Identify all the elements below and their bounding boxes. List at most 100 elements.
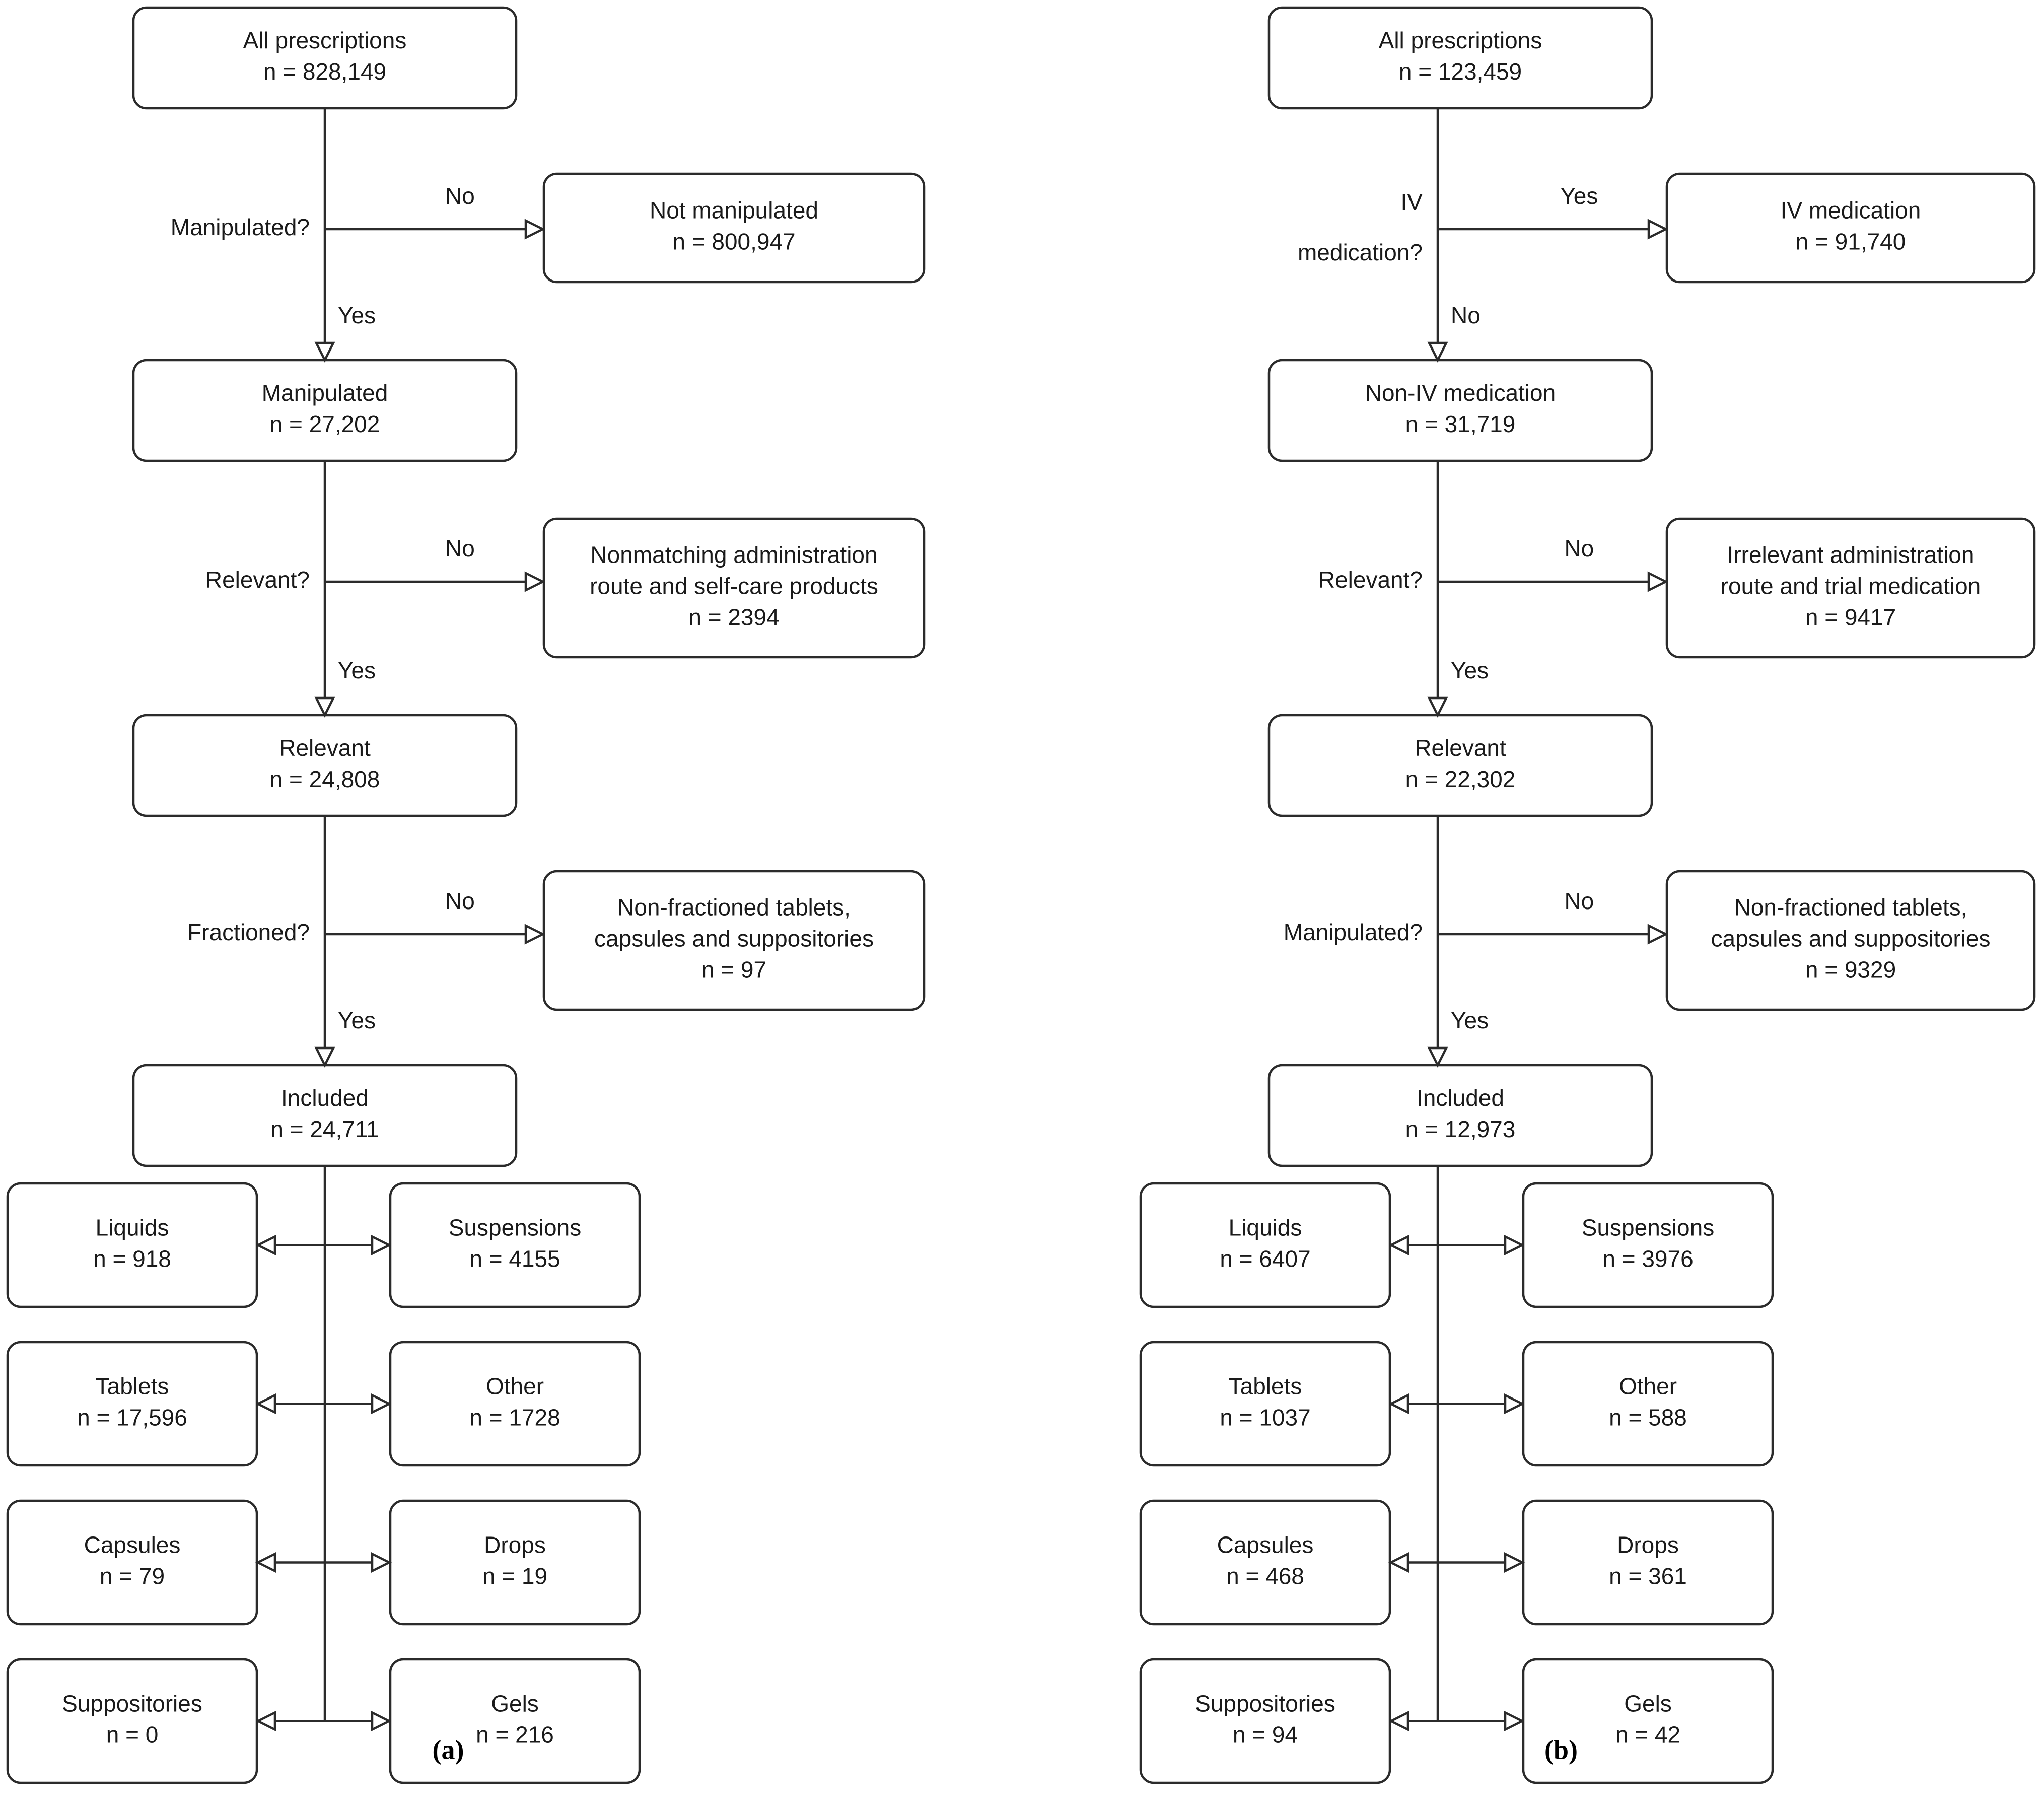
arrow-right-icon <box>371 1710 392 1732</box>
node-a-cat-right-0: Suspensions n = 4155 <box>389 1182 641 1308</box>
panel-caption-a: (a) <box>433 1734 464 1765</box>
arrow-right-icon <box>1647 924 1669 945</box>
arrow-left-icon <box>255 1552 276 1573</box>
node-box-b-non_fractioned <box>1665 870 2036 1011</box>
node-label-a-cat-left-2-0: Capsules <box>84 1532 181 1558</box>
arrow-left-icon <box>1388 1393 1409 1415</box>
node-box-a-cat-left-1 <box>6 1341 258 1467</box>
node-label-b-iv_medication-1: n = 91,740 <box>1796 229 1906 255</box>
node-label-b-cat-left-0-0: Liquids <box>1229 1215 1302 1241</box>
decision-label-a-fractioned_q: Fractioned? <box>187 919 310 945</box>
arrow-left-icon <box>1388 1234 1409 1256</box>
node-box-b-cat-right-2 <box>1522 1499 1774 1626</box>
arrow-left-icon <box>255 1393 276 1415</box>
node-label-a-cat-left-0-1: n = 918 <box>93 1246 171 1272</box>
arrow-down-icon <box>314 341 335 363</box>
branch-label-down-a-manipulated_q: Yes <box>338 302 376 328</box>
branch-label-side-b-iv_medication_q: Yes <box>1560 183 1598 209</box>
branch-label-down-a-relevant_q: Yes <box>338 657 376 683</box>
node-label-b-relevant-1: n = 22,302 <box>1405 766 1516 792</box>
node-label-b-relevant-0: Relevant <box>1415 735 1506 761</box>
node-label-b-non_fractioned-0: Non-fractioned tablets, <box>1734 894 1967 921</box>
node-label-a-cat-left-1-1: n = 17,596 <box>77 1405 187 1431</box>
node-box-a-cat-left-3 <box>6 1658 258 1784</box>
node-box-a-cat-right-2 <box>389 1499 641 1626</box>
node-a-cat-left-1: Tablets n = 17,596 <box>6 1341 258 1467</box>
node-label-a-cat-right-3-0: Gels <box>491 1691 539 1717</box>
arrow-down-icon <box>1427 696 1448 718</box>
node-label-b-cat-right-3-1: n = 42 <box>1615 1722 1680 1748</box>
arrow-right-icon <box>524 924 546 945</box>
decision-label-b-relevant_q: Relevant? <box>1318 567 1423 593</box>
node-label-a-non_fractioned-0: Non-fractioned tablets, <box>617 894 851 921</box>
node-label-a-manipulated-1: n = 27,202 <box>270 411 380 437</box>
node-label-a-non_fractioned-2: n = 97 <box>701 957 766 983</box>
node-label-a-nonmatching-2: n = 2394 <box>688 604 779 631</box>
node-box-a-cat-left-2 <box>6 1499 258 1626</box>
node-b-cat-right-2: Drops n = 361 <box>1522 1499 1774 1626</box>
node-label-a-not_manipulated-1: n = 800,947 <box>672 229 795 255</box>
node-box-a-not_manipulated <box>542 172 926 284</box>
node-label-b-cat-left-2-1: n = 468 <box>1226 1563 1304 1589</box>
node-label-a-cat-right-3-1: n = 216 <box>476 1722 554 1748</box>
arrow-right-icon <box>371 1393 392 1415</box>
node-a-manipulated: Manipulated n = 27,202 <box>132 359 518 462</box>
node-box-b-cat-left-1 <box>1139 1341 1391 1467</box>
branch-label-down-b-iv_medication_q: No <box>1451 302 1481 328</box>
node-box-b-cat-left-2 <box>1139 1499 1391 1626</box>
node-box-a-nonmatching <box>542 517 926 659</box>
node-b-relevant: Relevant n = 22,302 <box>1267 714 1653 817</box>
node-label-b-cat-left-3-1: n = 94 <box>1233 1722 1298 1748</box>
branch-label-down-b-manipulated_q: Yes <box>1451 1007 1489 1033</box>
node-label-b-cat-right-2-1: n = 361 <box>1609 1563 1687 1589</box>
node-box-b-non_iv_medication <box>1267 359 1653 462</box>
arrow-left-icon <box>255 1234 276 1256</box>
node-label-a-cat-left-2-1: n = 79 <box>100 1563 165 1589</box>
node-label-a-cat-right-0-1: n = 4155 <box>469 1246 560 1272</box>
node-label-a-manipulated-0: Manipulated <box>262 380 388 406</box>
node-label-b-all_prescriptions-0: All prescriptions <box>1379 27 1542 53</box>
node-label-a-cat-left-1-0: Tablets <box>96 1373 169 1400</box>
arrow-down-icon <box>1427 341 1448 363</box>
branch-label-side-a-manipulated_q: No <box>445 183 475 209</box>
node-box-b-cat-right-1 <box>1522 1341 1774 1467</box>
arrow-right-icon <box>1504 1552 1525 1573</box>
node-b-non_fractioned: Non-fractioned tablets,capsules and supp… <box>1665 870 2036 1011</box>
arrow-right-icon <box>1647 219 1669 240</box>
node-a-cat-right-3: Gels n = 216 <box>389 1658 641 1784</box>
node-label-a-cat-right-1-1: n = 1728 <box>469 1405 560 1431</box>
decision-label-b-manipulated_q: Manipulated? <box>1284 919 1423 945</box>
node-label-b-non_iv_medication-0: Non-IV medication <box>1365 380 1556 406</box>
node-label-a-cat-right-2-1: n = 19 <box>482 1563 547 1589</box>
node-label-a-cat-right-0-0: Suspensions <box>449 1215 581 1241</box>
node-label-b-included-1: n = 12,973 <box>1405 1116 1516 1142</box>
node-label-b-cat-right-2-0: Drops <box>1617 1532 1679 1558</box>
node-label-a-included-0: Included <box>281 1085 369 1111</box>
node-box-b-included <box>1267 1064 1653 1167</box>
node-box-b-iv_medication <box>1665 172 2036 284</box>
arrow-right-icon <box>1504 1710 1525 1732</box>
